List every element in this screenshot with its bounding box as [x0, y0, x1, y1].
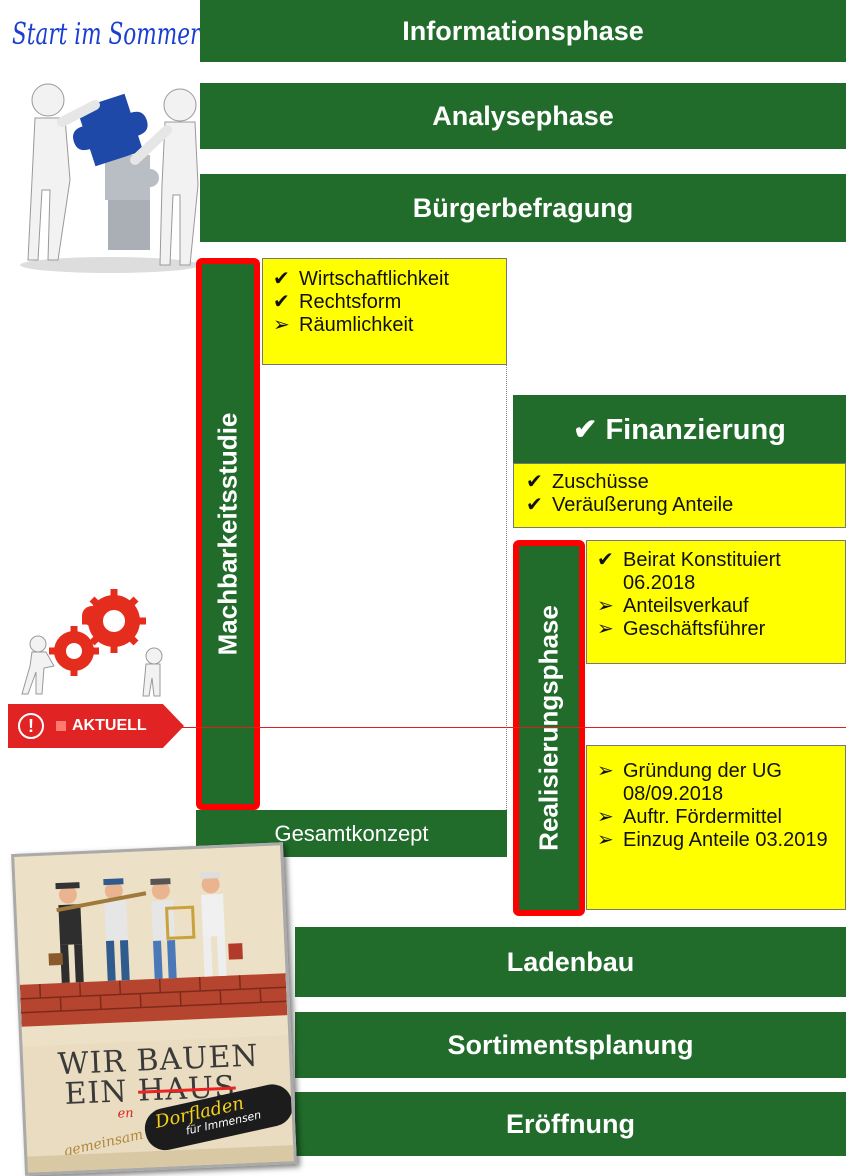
arrow-icon: ➢ — [597, 760, 614, 782]
list-item: ✔ Beirat Konstituiert 06.2018 — [597, 549, 835, 595]
phase-label: Bürgerbefragung — [412, 192, 634, 223]
list-item: ➢ Anteilsverkauf — [597, 595, 835, 618]
poster-en: en — [117, 1105, 134, 1122]
list-item: ✔ Wirtschaftlichkeit — [273, 268, 496, 291]
finanzierung-items-box: ✔ Zuschüsse ✔ Veräußerung Anteile — [513, 463, 846, 528]
arrow-icon: ➢ — [597, 618, 614, 640]
machbarkeitsstudie-label: Machbarkeitsstudie — [212, 412, 243, 656]
check-icon: ✔ — [526, 471, 543, 493]
title-text: Start im Sommer — [12, 17, 201, 52]
phase-buergerbefragung: Bürgerbefragung — [200, 174, 846, 242]
list-item: ✔ Veräußerung Anteile — [526, 494, 833, 517]
phase-informationsphase: Informationsphase — [200, 0, 846, 62]
phase-sortimentsplanung: Sortimentsplanung — [295, 1012, 846, 1078]
finanzierung-label: ✔ Finanzierung — [573, 413, 786, 446]
list-item: ➢ Geschäftsführer — [597, 618, 835, 641]
phase-ladenbau: Ladenbau — [295, 927, 846, 997]
aktuell-marker: ! AKTUELL — [8, 704, 184, 748]
phase-label: Sortimentsplanung — [447, 1029, 694, 1060]
check-icon: ✔ — [273, 268, 290, 290]
item-text: Gründung der UG 08/09.2018 — [623, 760, 782, 805]
item-text: Auftr. Fördermittel — [623, 806, 782, 828]
item-text: Rechtsform — [299, 291, 402, 313]
phase-label: Eröffnung — [506, 1108, 635, 1139]
arrow-icon: ➢ — [597, 829, 614, 851]
item-text: Einzug Anteile 03.2019 — [623, 829, 828, 851]
poster-workers-illustration — [14, 845, 289, 1047]
poster-image: WIR BAUEN EIN HAUS en Dorfladen für Imme… — [11, 842, 297, 1176]
item-text: Veräußerung Anteile — [552, 494, 734, 516]
arrow-icon: ➢ — [273, 314, 290, 336]
check-icon: ✔ — [597, 549, 614, 571]
realisierungsphase-label: Realisierungsphase — [533, 605, 564, 851]
list-item: ✔ Rechtsform — [273, 291, 496, 314]
phase-analysephase: Analysephase — [200, 83, 846, 149]
phase-label: Informationsphase — [402, 15, 644, 46]
phase-label: Analysephase — [432, 100, 614, 131]
arrow-icon: ➢ — [597, 806, 614, 828]
arrow-icon: ➢ — [597, 595, 614, 617]
item-text: Zuschüsse — [552, 471, 649, 493]
warning-icon: ! — [18, 713, 44, 739]
list-item: ➢ Einzug Anteile 03.2019 — [597, 829, 835, 852]
finanzierung-bar: ✔ Finanzierung — [513, 395, 846, 463]
machbarkeit-dotted-border — [506, 365, 507, 810]
check-icon: ✔ — [526, 494, 543, 516]
realisierung-top-box: ✔ Beirat Konstituiert 06.2018 ➢ Anteilsver… — [586, 540, 846, 664]
gears-people-illustration — [21, 589, 163, 697]
list-item: ➢ Auftr. Fördermittel — [597, 806, 835, 829]
phase-eroeffnung: Eröffnung — [295, 1092, 846, 1156]
realisierung-bottom-box: ➢ Gründung der UG 08/09.2018 ➢ Auftr. Förd… — [586, 745, 846, 910]
item-text: Anteilsverkauf — [623, 595, 749, 617]
item-text: Geschäftsführer — [623, 618, 766, 640]
gesamtkonzept-bar: Gesamtkonzept — [196, 810, 507, 857]
machbarkeitsstudie-bar: Machbarkeitsstudie — [196, 258, 260, 810]
list-item: ✔ Zuschüsse — [526, 471, 833, 494]
item-text: Beirat Konstituiert 06.2018 — [623, 549, 781, 594]
aktuell-label: AKTUELL — [72, 717, 147, 734]
list-item: ➢ Räumlichkeit — [273, 314, 496, 337]
arrow-small-icon — [56, 721, 66, 731]
phase-label: Ladenbau — [506, 946, 635, 977]
check-icon: ✔ — [273, 291, 290, 313]
aktuell-line — [180, 727, 846, 728]
item-text: Räumlichkeit — [299, 314, 414, 336]
realisierungsphase-bar: Realisierungsphase — [513, 540, 585, 916]
gesamtkonzept-label: Gesamtkonzept — [274, 820, 429, 846]
machbarkeit-items-box: ✔ Wirtschaftlichkeit ✔ Rechtsform ➢ Räumlic… — [262, 258, 507, 365]
puzzle-people-illustration — [20, 83, 200, 273]
item-text: Wirtschaftlichkeit — [299, 268, 450, 290]
list-item: ➢ Gründung der UG 08/09.2018 — [597, 760, 835, 806]
